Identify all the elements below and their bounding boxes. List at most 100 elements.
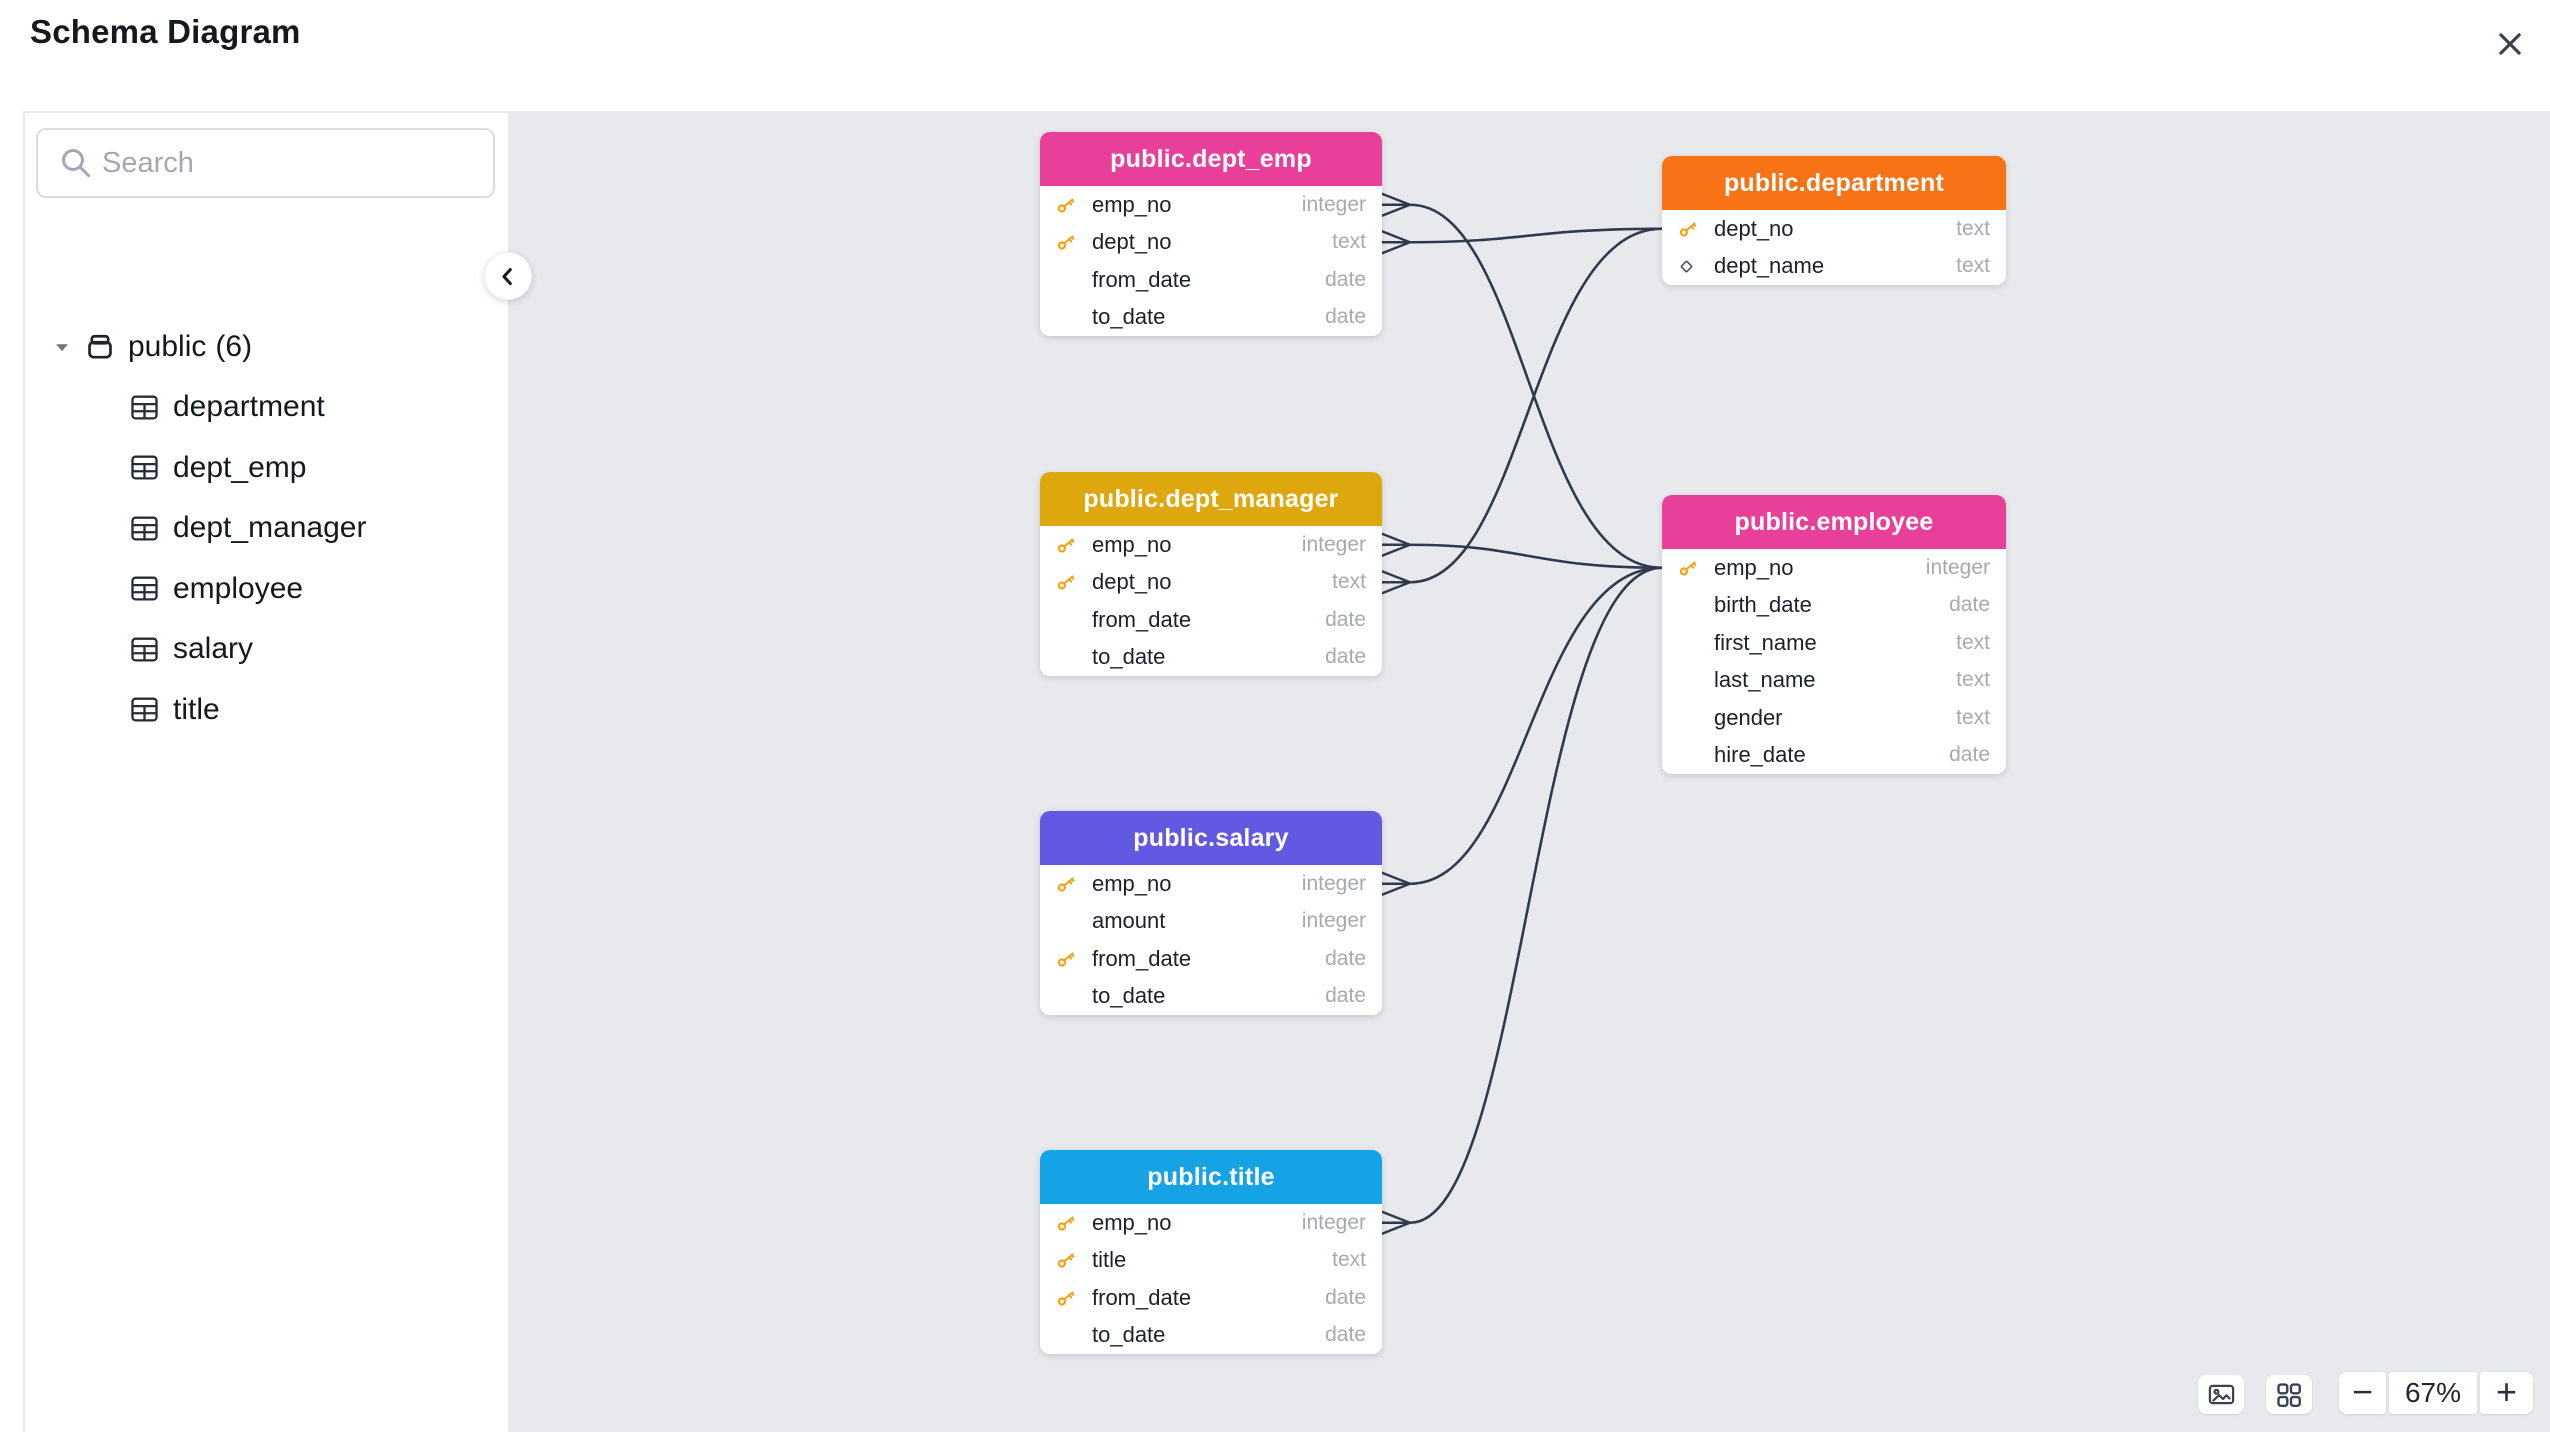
primary-key-icon — [1054, 947, 1086, 971]
column-name: to_date — [1092, 644, 1166, 670]
column-icon-placeholder — [1054, 645, 1086, 669]
image-icon — [2206, 1379, 2237, 1410]
column-name: from_date — [1092, 606, 1192, 632]
column-name: from_date — [1092, 1284, 1192, 1310]
column-type: text — [1956, 630, 1990, 654]
column-icon-placeholder — [1676, 743, 1708, 767]
column-name: first_name — [1714, 629, 1817, 655]
column-type: text — [1332, 230, 1366, 254]
export-image-button[interactable] — [2198, 1375, 2244, 1414]
table-icon — [129, 392, 160, 423]
column-icon-placeholder — [1054, 268, 1086, 292]
primary-key-icon — [1054, 193, 1086, 217]
chevron-left-icon — [494, 262, 522, 290]
search-input[interactable] — [36, 128, 495, 198]
column-icon-placeholder — [1676, 668, 1708, 692]
column-type: date — [1325, 607, 1366, 631]
column-type: integer — [1301, 909, 1366, 933]
schema-label: public — [128, 330, 207, 363]
column-name: last_name — [1714, 667, 1816, 693]
auto-layout-button[interactable] — [2266, 1375, 2312, 1414]
primary-key-icon — [1054, 230, 1086, 254]
primary-key-icon — [1054, 1211, 1086, 1235]
close-icon — [2493, 27, 2527, 61]
column-type: text — [1956, 254, 1990, 278]
column-name: dept_no — [1092, 569, 1172, 595]
column-name: emp_no — [1714, 554, 1794, 580]
zoom-controls: − 67% + — [2339, 1371, 2533, 1414]
column-icon-placeholder — [1054, 1323, 1086, 1347]
column-name: to_date — [1092, 304, 1166, 330]
caret-down-icon[interactable] — [49, 334, 75, 360]
primary-key-icon — [1054, 1248, 1086, 1272]
entity-title: public.salary — [1040, 811, 1382, 865]
primary-key-icon — [1054, 570, 1086, 594]
column-name: dept_no — [1092, 229, 1172, 255]
column-type: text — [1956, 668, 1990, 692]
zoom-in-button[interactable]: + — [2480, 1371, 2533, 1414]
column-type: integer — [1301, 1210, 1366, 1234]
column-name: title — [1092, 1247, 1127, 1273]
column-row-last_name: last_name text — [1662, 661, 2006, 699]
column-name: birth_date — [1714, 592, 1812, 618]
column-row-first_name: first_name text — [1662, 624, 2006, 662]
column-icon-placeholder — [1054, 909, 1086, 933]
unique-icon — [1676, 254, 1708, 278]
sidebar-item-department[interactable]: department — [25, 377, 508, 438]
column-name: hire_date — [1714, 742, 1806, 768]
column-type: date — [1325, 267, 1366, 291]
column-name: emp_no — [1092, 191, 1172, 217]
entity-title: public.employee — [1662, 495, 2006, 549]
sidebar-item-dept_manager[interactable]: dept_manager — [25, 498, 508, 559]
diagram-canvas[interactable] — [508, 111, 2550, 1432]
column-icon-placeholder — [1676, 706, 1708, 730]
table-icon — [129, 694, 160, 725]
column-type: text — [1332, 570, 1366, 594]
primary-key-icon — [1676, 217, 1708, 241]
table-icon — [129, 634, 160, 665]
close-button[interactable] — [2490, 24, 2530, 64]
grid-icon — [2274, 1380, 2304, 1410]
table-name: dept_emp — [173, 450, 307, 484]
sidebar-item-public-schema[interactable]: public (6) — [25, 317, 508, 377]
column-icon-placeholder — [1676, 593, 1708, 617]
column-name: dept_no — [1714, 215, 1794, 241]
sidebar-collapse-button[interactable] — [484, 252, 532, 300]
table-icon — [129, 573, 160, 604]
zoom-out-button[interactable]: − — [2339, 1371, 2386, 1414]
table-name: employee — [173, 571, 304, 605]
column-icon-placeholder — [1054, 305, 1086, 329]
primary-key-icon — [1054, 1286, 1086, 1310]
column-row-from_date: from_date date — [1040, 601, 1382, 639]
sidebar-item-title[interactable]: title — [25, 680, 508, 741]
table-icon — [129, 452, 160, 483]
sidebar-item-employee[interactable]: employee — [25, 559, 508, 620]
column-row-dept_no: dept_no text — [1040, 223, 1382, 261]
sidebar-item-dept_emp[interactable]: dept_emp — [25, 438, 508, 499]
schema-icon — [83, 330, 117, 364]
sidebar-item-salary[interactable]: salary — [25, 619, 508, 680]
column-icon-placeholder — [1054, 608, 1086, 632]
column-name: to_date — [1092, 1322, 1166, 1348]
schema-table-count: (6) — [215, 330, 253, 363]
schema-tree: public (6) department dept_emp dept_manage… — [25, 317, 508, 740]
column-type: date — [1325, 1323, 1366, 1347]
